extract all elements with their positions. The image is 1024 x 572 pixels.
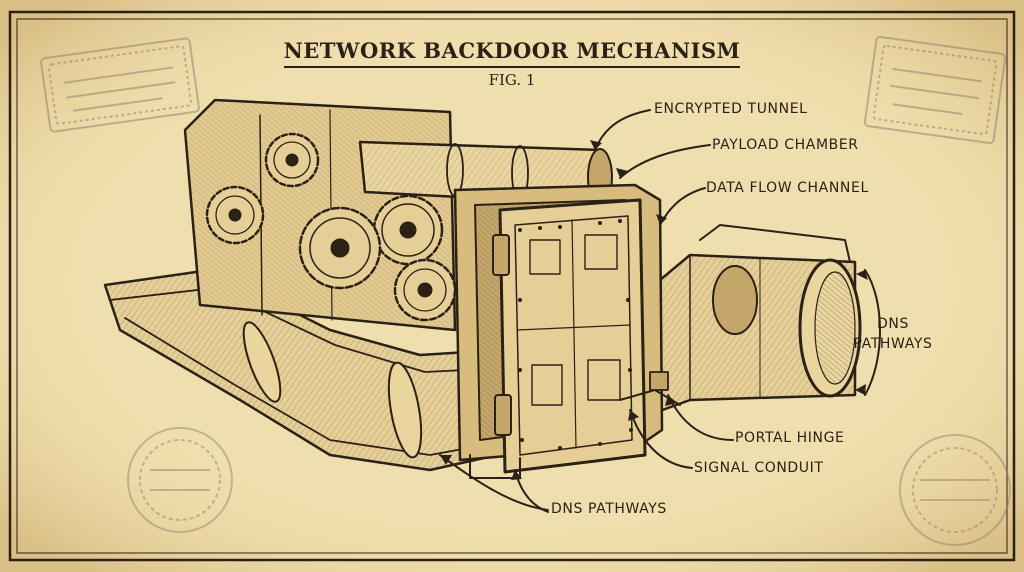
callout-payload-chamber: PAYLOAD CHAMBER bbox=[712, 137, 859, 153]
postal-stamp-icon bbox=[127, 427, 233, 533]
gear-icon bbox=[298, 206, 382, 290]
callout-dns-pathways-right-line1: DNS bbox=[877, 316, 909, 332]
gear-icon bbox=[372, 194, 444, 266]
border-frame bbox=[8, 10, 1016, 562]
callout-portal-hinge: PORTAL HINGE bbox=[735, 430, 845, 446]
postal-stamp-icon bbox=[863, 35, 1007, 145]
callout-dns-pathways-bottom: DNS PATHWAYS bbox=[551, 501, 667, 517]
portal-hinge bbox=[492, 234, 512, 436]
gear-icon bbox=[393, 258, 457, 322]
callout-dns-pathways-right: DNS PATHWAYS bbox=[838, 314, 948, 354]
pipe-icon bbox=[628, 224, 862, 422]
figure-title-text: NETWORK BACKDOOR MECHANISM bbox=[283, 38, 741, 68]
gear-icon bbox=[205, 185, 265, 245]
postal-stamp-icon bbox=[899, 434, 1011, 546]
figure-title: NETWORK BACKDOOR MECHANISM bbox=[0, 38, 1024, 68]
gear-icon bbox=[264, 132, 320, 188]
leader-arrowheads bbox=[440, 140, 868, 480]
callout-data-flow-channel: DATA FLOW CHANNEL bbox=[706, 180, 869, 196]
vault-door-icon bbox=[498, 198, 647, 474]
callout-encrypted-tunnel: ENCRYPTED TUNNEL bbox=[654, 101, 808, 117]
figure-subtitle: FIG. 1 bbox=[488, 71, 536, 89]
callout-signal-conduit: SIGNAL CONDUIT bbox=[694, 460, 824, 476]
callout-dns-pathways-right-line2: PATHWAYS bbox=[853, 336, 933, 352]
postal-stamp-icon bbox=[40, 37, 200, 133]
